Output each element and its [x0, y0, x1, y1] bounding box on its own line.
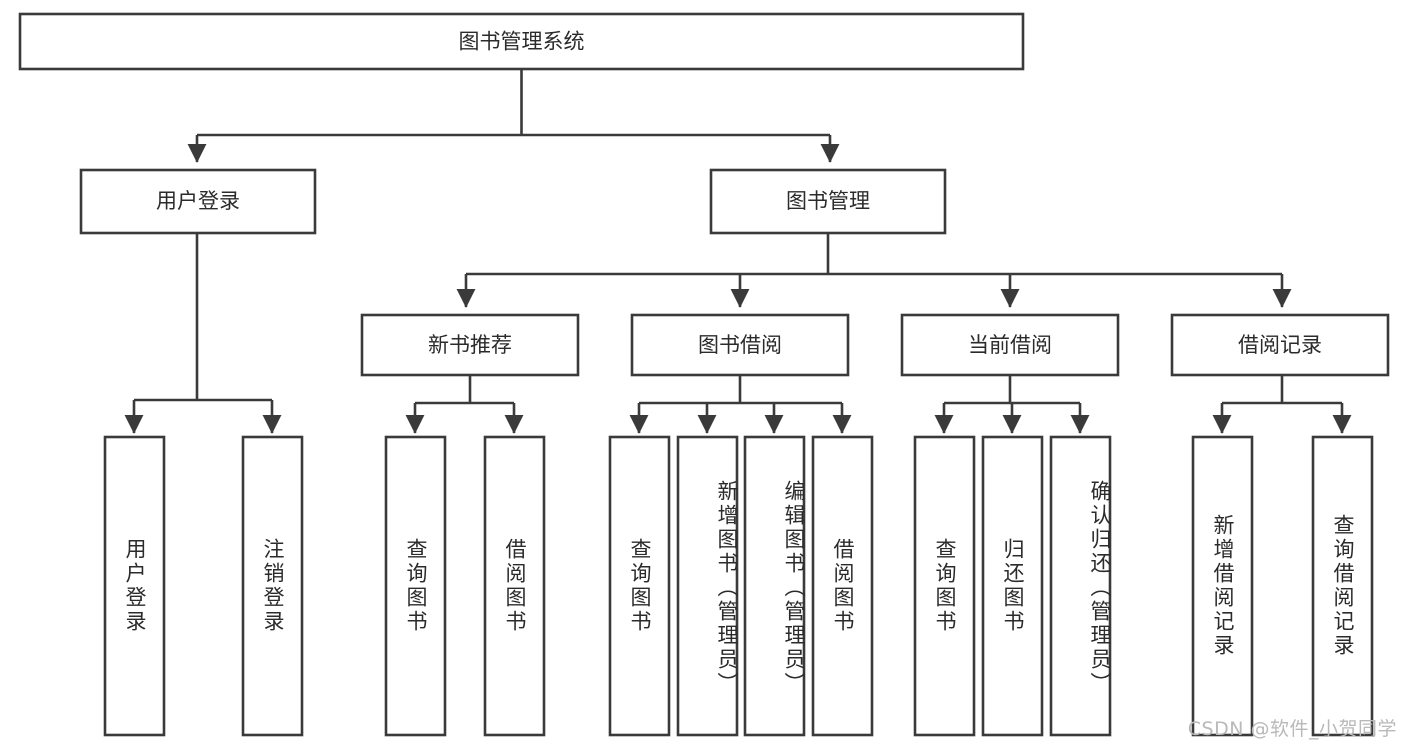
connector-borrow-to-leaves — [629, 375, 852, 434]
connector-userlogin-to-leaves — [124, 233, 282, 434]
leaf-add-borrow-record-box[interactable] — [1191, 435, 1254, 737]
node-root-label: 图书管理系统 — [459, 30, 585, 54]
node-current-borrow-box[interactable] — [900, 313, 1120, 377]
leaf-edit-book-box[interactable] — [743, 435, 806, 737]
node-book-management-box[interactable] — [709, 168, 947, 235]
leaf-query-borrow-record-box[interactable] — [1311, 435, 1374, 737]
node-user-login-box[interactable] — [79, 168, 317, 235]
leaf-confirm-return-box[interactable] — [1049, 435, 1112, 737]
leaf-add-book-box[interactable] — [676, 435, 739, 737]
leaf-return-book-box[interactable] — [981, 435, 1044, 737]
node-borrow-records-label: 借阅记录 — [1238, 333, 1322, 357]
leaf-logout-box[interactable] — [241, 435, 304, 737]
node-new-book-recommend-box[interactable] — [360, 313, 580, 377]
node-root-box[interactable] — [18, 12, 1025, 71]
node-book-borrow-label: 图书借阅 — [698, 333, 782, 357]
leaf-query-book-borrow-box[interactable] — [608, 435, 671, 737]
connector-records-to-leaves — [1212, 375, 1352, 434]
watermark-credit: CSDN @软件_小贺同学 — [1187, 718, 1397, 740]
leaf-query-book-current-box[interactable] — [913, 435, 976, 737]
leaf-borrow-book-box[interactable] — [811, 435, 874, 737]
node-new-book-recommend-label: 新书推荐 — [428, 333, 512, 357]
node-user-login-label: 用户登录 — [156, 189, 240, 213]
connector-root-to-level2 — [187, 69, 840, 163]
leaf-user-login-box[interactable] — [103, 435, 166, 737]
node-book-management-label: 图书管理 — [786, 189, 870, 213]
node-book-borrow-box[interactable] — [630, 313, 850, 377]
node-current-borrow-label: 当前借阅 — [968, 333, 1052, 357]
connector-bookmgmt-to-level3 — [456, 233, 1292, 308]
connector-newbook-to-leaves — [405, 375, 524, 434]
node-borrow-records-box[interactable] — [1170, 313, 1390, 377]
leaf-query-book-newbook-box[interactable] — [384, 435, 447, 737]
connector-current-to-leaves — [934, 375, 1090, 434]
leaf-borrow-book-newbook-box[interactable] — [483, 435, 546, 737]
